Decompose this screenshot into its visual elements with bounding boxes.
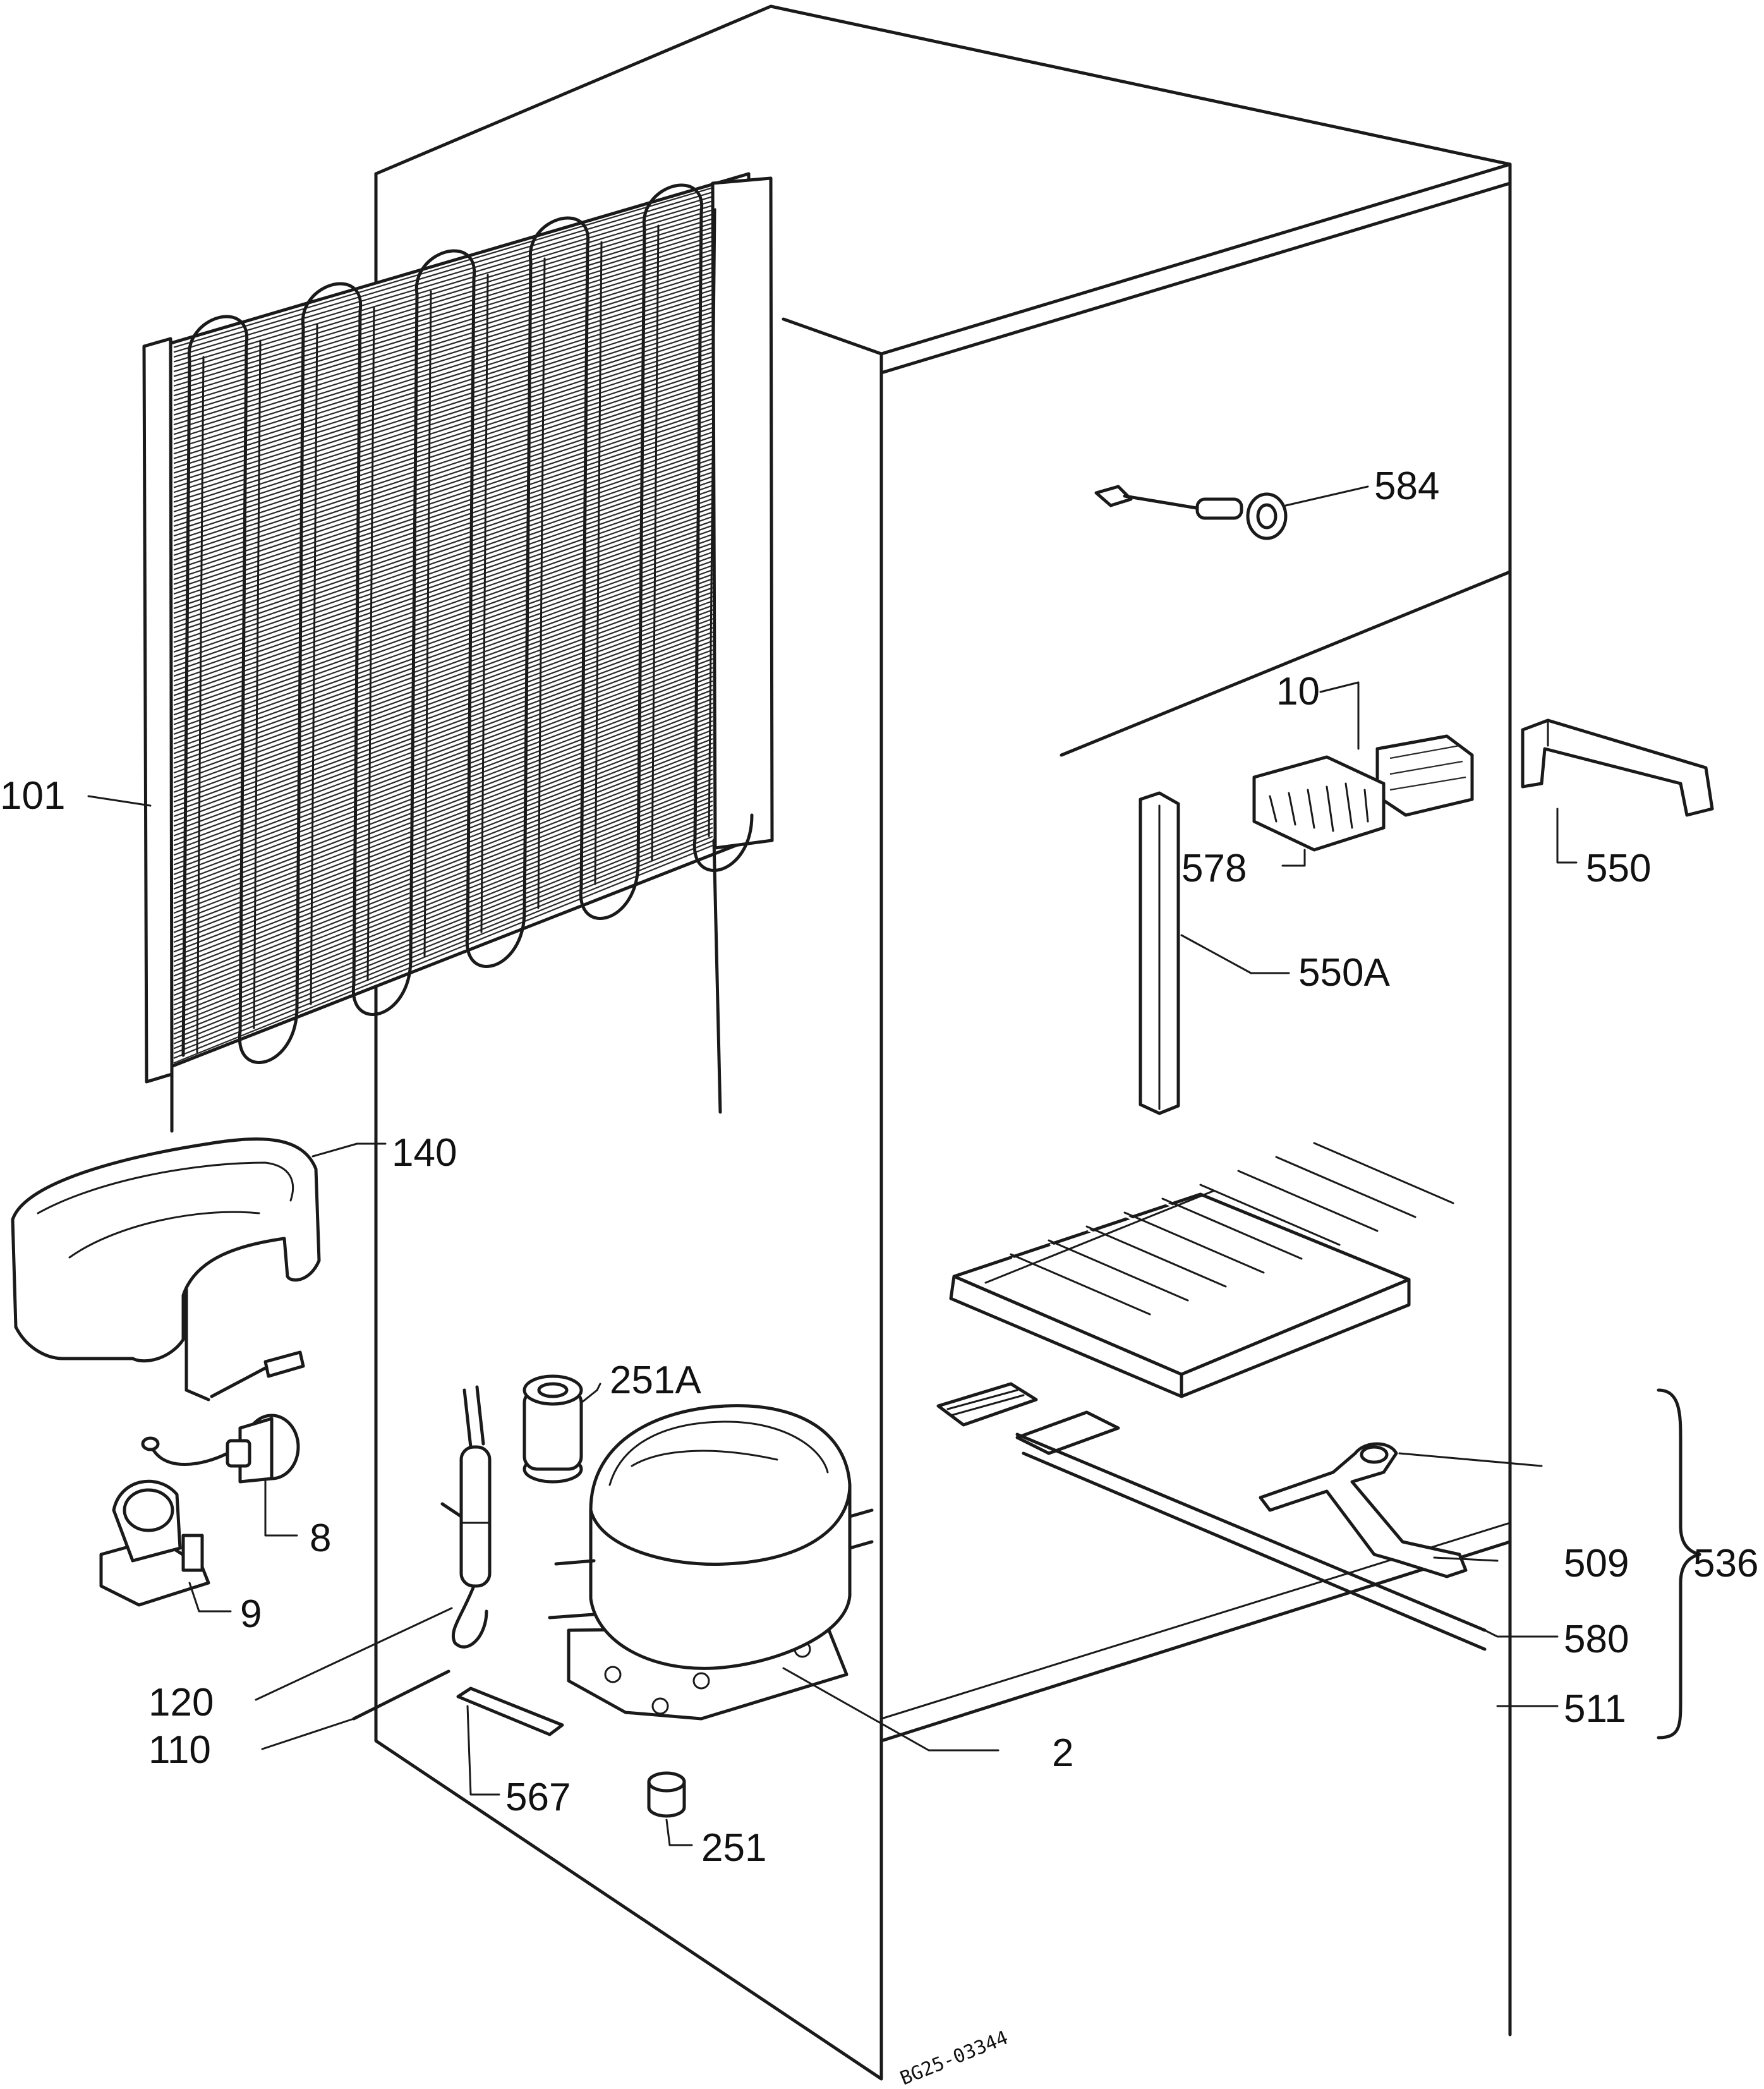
label-550A: 550A — [1298, 951, 1390, 995]
label-578: 578 — [1181, 847, 1247, 890]
drawing-code: BG25-03344 — [897, 2026, 1012, 2089]
label-10: 10 — [1276, 670, 1320, 713]
filter-drier — [255, 1385, 492, 1701]
label-110: 110 — [148, 1728, 211, 1772]
compressor — [548, 1404, 1000, 1752]
shelf-slide — [936, 1382, 1120, 1455]
label-584: 584 — [1374, 464, 1439, 508]
shelf-guide-rail — [1015, 1432, 1559, 1651]
cabinet-body — [374, 4, 1512, 2081]
label-567: 567 — [505, 1776, 571, 1819]
rubber-grommet — [523, 1374, 601, 1484]
heater-cover — [1252, 755, 1386, 867]
callout-labels: 584 10 578 550 550A 101 140 251A 8 9 120… — [0, 464, 1758, 2089]
mounting-plate — [456, 1686, 564, 1796]
divider-strip — [1139, 791, 1290, 1115]
top-bracket — [1521, 718, 1714, 864]
label-536: 536 — [1693, 1542, 1758, 1585]
drip-tray — [11, 1137, 387, 1402]
label-251: 251 — [701, 1826, 766, 1870]
label-9: 9 — [240, 1592, 262, 1636]
label-8: 8 — [310, 1517, 331, 1560]
label-550: 550 — [1586, 847, 1651, 890]
support-arm — [1259, 1442, 1499, 1578]
overload-protector — [99, 1479, 232, 1613]
capillary-tube — [261, 1669, 450, 1750]
start-relay — [141, 1414, 300, 1537]
label-509: 509 — [1564, 1542, 1629, 1585]
door-hinge-pin — [1094, 485, 1369, 540]
condenser-coil — [142, 172, 774, 1133]
label-251A: 251A — [610, 1359, 701, 1402]
label-101: 101 — [0, 774, 65, 818]
mounting-nut — [647, 1771, 693, 1846]
label-2: 2 — [1052, 1731, 1073, 1775]
label-140: 140 — [392, 1131, 457, 1175]
label-120: 120 — [148, 1681, 214, 1724]
cover-plate — [949, 1142, 1455, 1398]
shelf-group-brace — [1657, 1388, 1701, 1740]
label-511: 511 — [1564, 1687, 1626, 1731]
label-580: 580 — [1564, 1618, 1629, 1661]
